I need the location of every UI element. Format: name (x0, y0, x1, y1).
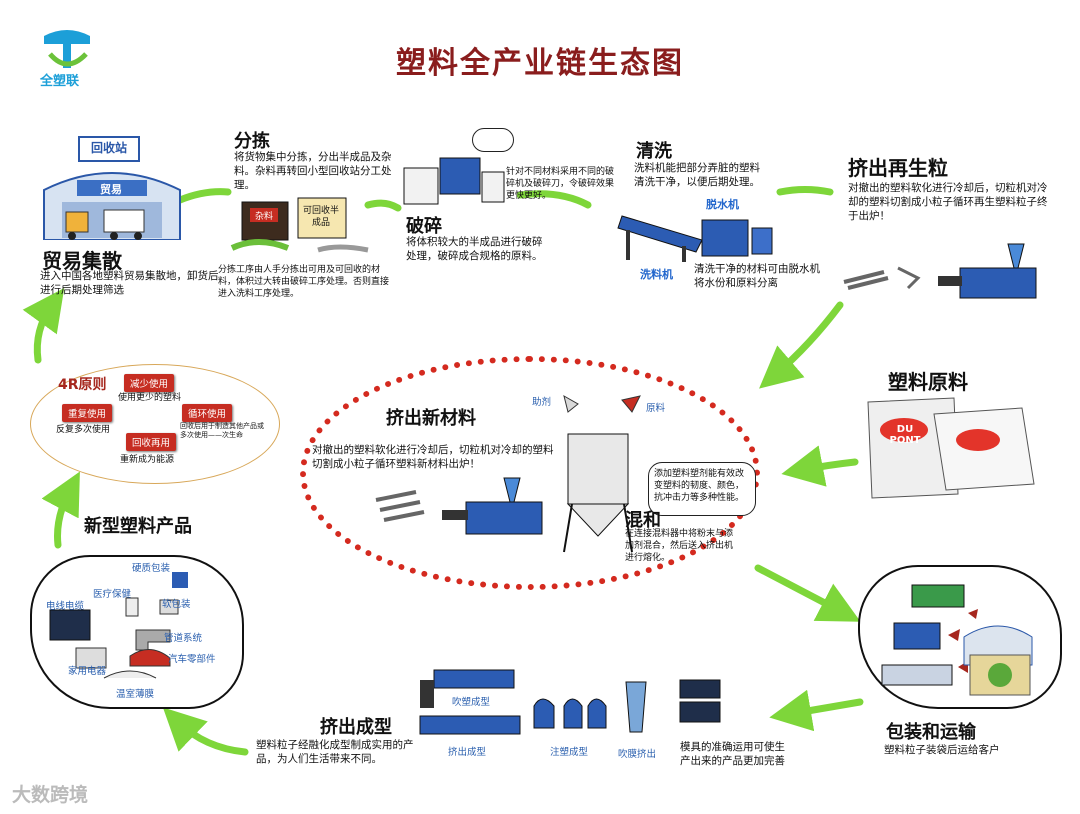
new-material-ring (300, 356, 760, 590)
crushing-bubble: 针对不同材料采用不同的破碎机及破碎刀，令破碎效果更快更好。 (506, 167, 615, 201)
new-material-desc: 对撤出的塑料软化进行冷却后，切粒机对冷却的塑料切割成小粒子循环塑料新材料出炉！ (312, 444, 554, 470)
washing-title: 清洗 (636, 141, 672, 162)
four-r-reduce-desc: 使用更少的塑料 (118, 393, 182, 403)
trade-desc: 进入中国各地塑料贸易集散地，卸货后进行后期处理筛选 (40, 270, 219, 296)
four-r-recycle-desc: 回收后用于制造其他产品或多次使用——次生命 (180, 422, 264, 439)
arrow-products-4r (41, 471, 80, 549)
packaging-title: 包装和运输 (886, 722, 976, 743)
regen-extruder-icon (843, 243, 1037, 299)
washing-machine-label: 洗料机 (640, 268, 673, 281)
mixing-title: 混和 (625, 510, 661, 531)
arrow-crushing-washing (516, 190, 592, 209)
arrow-raw-newmaterial (781, 445, 859, 487)
mixing-bubble-text: 添加塑料塑剂能有效改变塑料的韧度、颜色，抗冲击力等多种性能。 (654, 469, 745, 503)
raw-label: 原料 (646, 403, 666, 414)
mixer-silo-icon (563, 433, 633, 553)
sorting-bin2-label: 可回收半成品 (302, 206, 339, 228)
product-rigid-pack: 硬质包装 (132, 563, 171, 574)
mixing-desc: 在连接混料器中将粉末与添加剂混合，然后送入挤出机进行熔化。 (625, 529, 734, 563)
product-auto-parts: 汽车零部件 (168, 654, 216, 665)
arrow-4r-trade (22, 287, 65, 364)
arrow-trade-sorting (176, 188, 232, 204)
crushing-title: 破碎 (406, 216, 442, 237)
new-products-title: 新型塑料产品 (84, 516, 192, 537)
additive-pour-icon (563, 394, 641, 413)
arrow-newmaterial-packaging (754, 564, 861, 622)
recycle-station-sign: 回收站 (78, 136, 140, 162)
sorting-desc2: 分拣工序由人手分拣出可用及可回收的材料，体积过大转由破碎工序处理。否则直接进入洗… (218, 265, 390, 299)
molding-label-injection: 注塑成型 (550, 747, 589, 758)
new-material-title: 挤出新材料 (386, 408, 476, 429)
crusher-icon (403, 157, 505, 205)
product-cable: 电线电缆 (46, 601, 85, 612)
page-title: 塑料全产业链生态图 (396, 46, 684, 81)
new-extruder-icon (375, 477, 543, 535)
mold-desc: 模具的准确运用可使生产出来的产品更加完善 (680, 741, 785, 767)
additive-label: 助剂 (532, 397, 552, 408)
sorting-bin1-label: 杂料 (254, 212, 273, 222)
molding-label-film: 吹膜挤出 (618, 749, 657, 760)
washing-desc2: 清洗干净的材料可由脱水机将水份和原料分离 (694, 263, 820, 289)
four-r-title: 4R原则 (58, 377, 107, 393)
molding-desc: 塑料粒子经融化成型制成实用的产品，为人们生活带来不同。 (256, 739, 414, 765)
four-r-reuse-desc: 反复多次使用 (56, 425, 111, 435)
product-appliance: 家用电器 (68, 666, 107, 677)
four-r-reuse-tag: 重复使用 (62, 404, 113, 422)
trade-building-label: 贸易 (100, 183, 122, 196)
watermark: 大数跨境 (12, 784, 89, 806)
arrow-packaging-molding (769, 689, 864, 732)
arrow-washing-extrude (776, 186, 834, 196)
arrow-molding-products (162, 707, 249, 756)
four-r-recover-desc: 重新成为能源 (120, 455, 175, 465)
trade-warehouse-icon (43, 172, 181, 240)
four-r-recycle-tag: 循环使用 (182, 404, 233, 422)
molding-label-blow: 吹塑成型 (452, 697, 491, 708)
four-r-recover-tag: 回收再用 (126, 433, 177, 451)
extrude-regen-title: 挤出再生粒 (848, 156, 948, 180)
product-soft-pack: 软包装 (162, 599, 191, 610)
sorting-desc: 将货物集中分拣，分出半成品及杂料。杂料再转回小型回收站分工处理。 (234, 151, 392, 191)
washing-machine-icon (617, 215, 773, 262)
raw-material-brand: DU PONT (889, 424, 921, 446)
crushing-desc: 将体积较大的半成品进行破碎处理，破碎成合规格的原料。 (406, 236, 543, 262)
molding-title: 挤出成型 (320, 717, 392, 738)
dewater-machine-label: 脱水机 (706, 198, 739, 211)
logo-icon (44, 30, 90, 68)
raw-material-bags-icon (867, 397, 1035, 499)
logo-text: 全塑联 (40, 74, 80, 89)
molding-label-extrude: 挤出成型 (448, 747, 487, 758)
product-medical: 医疗保健 (93, 589, 132, 600)
sorting-title: 分拣 (234, 131, 270, 152)
trade-title: 贸易集散 (42, 249, 122, 273)
arrow-sorting-crushing (364, 199, 402, 212)
extrude-regen-desc: 对撤出的塑料软化进行冷却后，切粒机对冷却的塑料切割成小粒子循环再生塑料粒子终于出… (848, 182, 1048, 222)
molding-machines-icon (419, 669, 721, 735)
products-icons (49, 572, 188, 679)
sorting-bins-icon (230, 197, 369, 253)
transport-icons (881, 584, 1033, 696)
washing-desc: 洗料机能把部分弄脏的塑料清洗干净，以便后期处理。 (634, 162, 760, 188)
crusher-blade-bubble (472, 128, 514, 152)
arrow-extrude-newmaterial (759, 301, 844, 389)
product-greenhouse-film: 温室薄膜 (116, 689, 155, 700)
product-pipe: 管道系统 (164, 633, 203, 644)
raw-material-title: 塑料原料 (888, 370, 968, 394)
four-r-reduce-tag: 减少使用 (124, 374, 175, 392)
packaging-desc: 塑料粒子装袋后运给客户 (884, 744, 1000, 756)
mixing-bubble (648, 462, 756, 516)
